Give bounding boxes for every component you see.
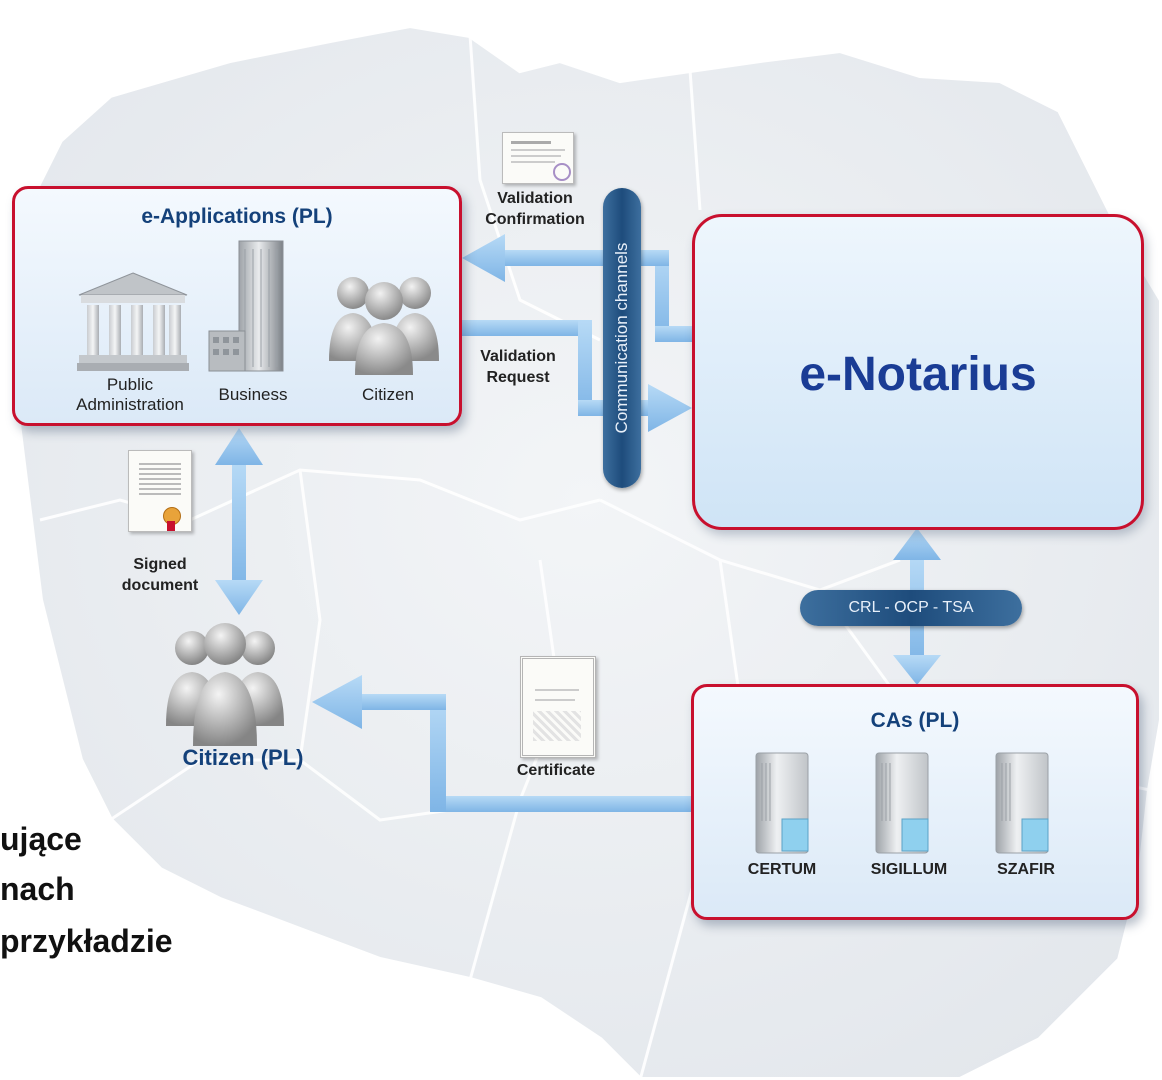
server-icon [875,752,929,854]
server-label-certum: CERTUM [747,861,817,878]
office-building-icon [208,240,284,372]
server-label-sigillum: SIGILLUM [870,861,948,878]
validation-confirmation-document-icon [502,132,574,184]
e-notarius-title: e-Notarius [799,348,1037,401]
slide-text-line-3: przykładzie [0,923,173,959]
validation-confirmation-arrow [462,234,695,342]
communication-channels-pill: Communication channels [603,188,641,488]
server-label-szafir: SZAFIR [997,861,1055,878]
validation-request-label: Validation Request [480,348,556,386]
server-icon [755,752,809,854]
slide-text-line-1: ujące [0,821,82,857]
citizen-people-icon [166,623,284,746]
government-building-icon [77,272,189,371]
e-applications-panel: e-Applications (PL) Public Administratio… [12,186,462,426]
public-administration-label: Public Administration [76,375,184,414]
certificate-document-icon [520,656,596,758]
slide-text-line-2: nach [0,871,75,907]
signed-document-icon [128,450,192,532]
communication-channels-label: Communication channels [612,242,631,434]
crl-ocp-tsa-label: CRL - OCP - TSA [848,599,974,616]
signed-document-arrow [215,428,263,615]
crl-ocp-tsa-pill: CRL - OCP - TSA [800,590,1022,626]
business-label: Business [218,385,288,404]
certificate-arrow [312,675,694,812]
people-group-icon [329,277,439,375]
cas-panel: CAs (PL) CERTUM SIGILLUM SZAFIR [691,684,1139,920]
validation-confirmation-label: Validation Confirmation [485,190,585,228]
cas-title: CAs (PL) [870,709,960,732]
e-notarius-panel: e-Notarius [692,214,1144,530]
citizen-app-label: Citizen [362,385,414,404]
certificate-label: Certificate [516,762,596,779]
server-icon [995,752,1049,854]
e-applications-title: e-Applications (PL) [141,205,333,228]
signed-document-label: Signed document [121,556,199,594]
citizen-title: Citizen (PL) [182,745,304,770]
